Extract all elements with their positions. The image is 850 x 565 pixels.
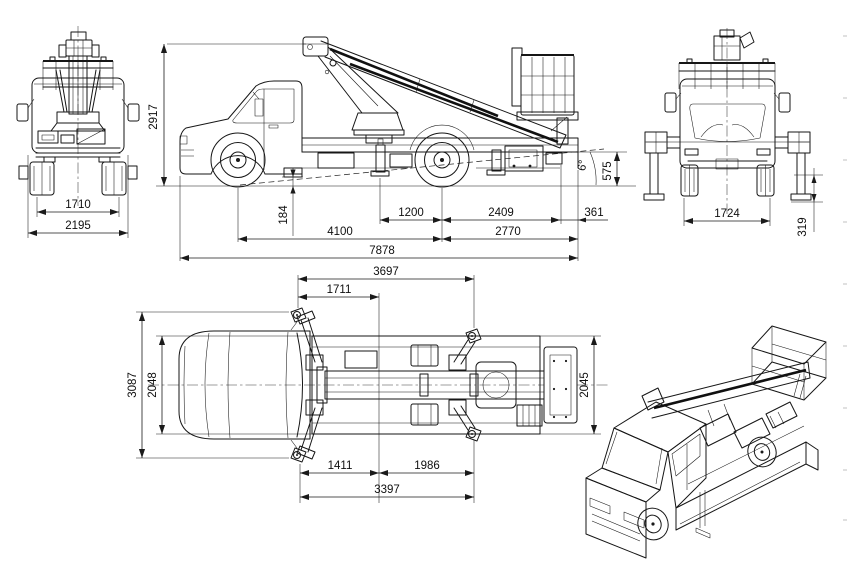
side-turret [351, 112, 405, 144]
dim-label-361: 361 [584, 207, 603, 219]
dim-label-4100: 4100 [327, 226, 353, 238]
dim-label-2048: 2048 [147, 372, 159, 398]
back-basket-railing [42, 56, 114, 113]
back-boom-head [58, 31, 100, 58]
back-chassis [35, 111, 121, 163]
plan-rear-wheel-right [410, 403, 439, 426]
back-view: 1710 2195 [16, 26, 140, 238]
side-dimensions: 2917 184 1200 2409 361 4100 2770 7878 57… [148, 43, 627, 262]
side-front-wheel [210, 132, 266, 188]
dim-label-575: 575 [602, 161, 614, 180]
side-view: 2917 184 1200 2409 361 4100 2770 7878 57… [148, 36, 636, 262]
dim-label-184: 184 [278, 205, 290, 225]
dim-label-6deg: 6° [576, 159, 590, 172]
side-mirror [254, 98, 264, 117]
iso-wheels [637, 436, 777, 541]
side-rear-wheel [409, 124, 475, 188]
plan-cab [178, 310, 316, 460]
dim-label-1724: 1724 [714, 208, 740, 220]
side-chassis [301, 137, 579, 177]
front-dimensions: 1724 319 [683, 168, 823, 237]
plan-outriggers [290, 307, 482, 463]
dim-label-2045: 2045 [579, 372, 591, 398]
plan-basket [543, 346, 578, 424]
basket-floor [516, 111, 579, 121]
front-basket-railing [678, 58, 776, 89]
dim-label-3397: 3397 [374, 484, 400, 496]
back-wheels [18, 161, 138, 196]
front-view: 1724 319 [643, 28, 823, 237]
dim-label-319: 319 [797, 217, 809, 236]
back-dimensions: 1710 2195 [27, 155, 129, 238]
front-right-mirror [778, 92, 791, 113]
iso-view [585, 325, 827, 559]
dim-label-2195: 2195 [65, 220, 91, 232]
side-headlight [179, 135, 188, 145]
side-boom [302, 36, 567, 149]
front-cab-body [664, 78, 791, 170]
dim-label-3087: 3087 [127, 372, 139, 398]
side-rear-jack [491, 149, 502, 172]
plan-engine-box [516, 404, 543, 427]
plan-dimensions: 3697 1711 3087 2048 2045 1411 1986 3397 [127, 266, 601, 503]
plan-left-mirror [296, 310, 316, 325]
boom-head [302, 36, 329, 57]
dim-label-3697: 3697 [373, 266, 399, 278]
back-right-mirror [127, 103, 140, 122]
windshield [689, 103, 766, 142]
plan-boom [316, 361, 569, 409]
dim-label-2917: 2917 [148, 104, 160, 130]
left-jack-leg [649, 152, 659, 195]
plan-rear-wheel-left [410, 344, 439, 367]
iso-cab [585, 401, 707, 559]
plan-view: 3697 1711 3087 2048 2045 1411 1986 3397 [127, 266, 608, 503]
iso-bed [675, 401, 819, 539]
front-outriggers [643, 131, 812, 201]
front-boom-column [713, 29, 755, 61]
dim-label-1711: 1711 [327, 284, 352, 296]
side-basket [511, 47, 579, 145]
dim-label-2770: 2770 [495, 226, 521, 238]
scan-artifacts [843, 35, 847, 521]
front-wheels [680, 164, 775, 197]
dim-label-2409: 2409 [488, 207, 514, 219]
iso-boom [641, 361, 811, 447]
departure-angle-line [239, 148, 605, 186]
side-cab [179, 80, 303, 178]
plan-right-mirror [296, 445, 316, 460]
wipers [700, 124, 755, 138]
dim-label-1200: 1200 [398, 207, 424, 219]
dim-label-1411: 1411 [328, 460, 353, 472]
left-jack-foot [643, 193, 665, 201]
plan-turret [475, 361, 517, 409]
dim-label-1986: 1986 [414, 460, 440, 472]
right-jack-leg [796, 152, 806, 195]
front-left-mirror [664, 92, 677, 113]
angle-arc [589, 151, 597, 186]
back-pedestal-column [68, 55, 88, 115]
back-left-mirror [16, 103, 29, 122]
plan-body [311, 335, 541, 435]
dim-label-1710: 1710 [65, 199, 91, 211]
iso-basket [751, 325, 827, 401]
right-jack-foot [790, 193, 812, 201]
dim-label-7878: 7878 [369, 245, 395, 257]
